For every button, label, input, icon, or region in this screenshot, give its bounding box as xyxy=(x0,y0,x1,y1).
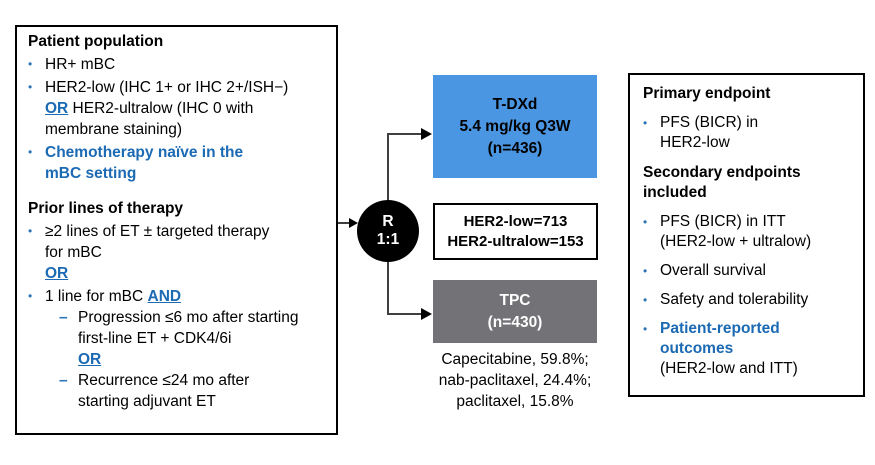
bullet-item-one-line-mbc: • 1 line for mBC AND – Progression ≤6 mo… xyxy=(25,286,328,412)
primary-endpoint-title: Primary endpoint xyxy=(643,85,771,102)
dash-icon: – xyxy=(59,309,68,326)
connector-line-to-tdxd xyxy=(387,133,422,135)
tdxd-n: (n=436) xyxy=(487,139,543,157)
bullet-text-line: HR+ mBC xyxy=(45,56,116,73)
title-line: Secondary endpoints xyxy=(643,164,801,181)
endpoints-panel: Primary endpoint • PFS (BICR) in HER2-lo… xyxy=(628,73,865,397)
bullet-item-chemo-naive: • Chemotherapy naïve in the mBC setting xyxy=(25,142,328,184)
tpc-arm-box: TPC (n=430) xyxy=(433,280,597,343)
bullet-item-her2-status: • HER2-low (IHC 1+ or IHC 2+/ISH−) OR HE… xyxy=(25,77,328,140)
bullet-dot-icon: • xyxy=(28,224,33,238)
bullet-dot-icon: • xyxy=(643,322,648,336)
bullet-item-hr-mbc: • HR+ mBC xyxy=(25,54,328,75)
her2-low-count: HER2-low=713 xyxy=(463,212,568,230)
or-emphasis: OR xyxy=(45,265,69,282)
bullet-dot-icon: • xyxy=(643,264,648,278)
bullet-dot-icon: • xyxy=(643,215,648,229)
bullet-text-line: Chemotherapy naïve in the xyxy=(45,144,244,161)
bullet-item-pfs-her2low: • PFS (BICR) in HER2-low xyxy=(640,113,853,153)
bullet-item-patient-reported: • Patient-reported outcomes (HER2-low an… xyxy=(640,319,853,379)
connector-line-in xyxy=(338,222,351,224)
bullet-text-line: outcomes xyxy=(660,340,734,357)
bullet-dot-icon: • xyxy=(28,80,33,94)
dash-icon: – xyxy=(59,372,68,389)
sub-item-line: starting adjuvant ET xyxy=(78,393,216,410)
bullet-text-line: ≥2 lines of ET ± targeted therapy xyxy=(45,223,270,240)
bullet-text-line: for mBC xyxy=(45,244,102,261)
bullet-dot-icon: • xyxy=(28,289,33,303)
tdxd-name: T-DXd xyxy=(492,95,538,113)
tdxd-dose: 5.4 mg/kg Q3W xyxy=(459,117,571,135)
bullet-text-line: PFS (BICR) in xyxy=(660,114,759,131)
prior-lines-title: Prior lines of therapy xyxy=(28,200,184,217)
bullet-text-line: HER2-low xyxy=(660,134,730,151)
bullet-dot-icon: • xyxy=(643,116,648,130)
arrowhead-icon xyxy=(349,218,358,228)
bullet-text-line: OR xyxy=(45,263,269,284)
tpc-composition-note: Capecitabine, 59.8%; nab-paclitaxel, 24.… xyxy=(405,349,625,412)
tdxd-arm-box: T-DXd 5.4 mg/kg Q3W (n=436) xyxy=(433,75,597,178)
bullet-text-line: membrane staining) xyxy=(45,121,182,138)
sub-item-line: OR xyxy=(78,349,298,370)
sub-item-line: Progression ≤6 mo after starting xyxy=(78,309,299,326)
bullet-text-line: Safety and tolerability xyxy=(660,291,809,308)
sub-item-line: Recurrence ≤24 mo after xyxy=(78,372,250,389)
patient-criteria-panel: Patient population • HR+ mBC • HER2-low … xyxy=(15,25,338,435)
bullet-dot-icon: • xyxy=(28,57,33,71)
title-line: included xyxy=(643,184,707,201)
bullet-dot-icon: • xyxy=(643,293,648,307)
or-emphasis: OR xyxy=(78,351,102,368)
connector-line-up xyxy=(387,134,389,202)
bullet-text-line: HER2-low (IHC 1+ or IHC 2+/ISH−) xyxy=(45,79,289,96)
randomization-node: R 1:1 xyxy=(357,200,419,262)
tpc-n: (n=430) xyxy=(487,313,543,331)
randomization-r-label: R xyxy=(382,213,394,230)
bullet-text-line: Patient-reported xyxy=(660,320,780,337)
bullet-item-two-lines-et: • ≥2 lines of ET ± targeted therapy for … xyxy=(25,221,328,284)
and-emphasis: AND xyxy=(147,288,182,305)
bullet-text-segment: HER2-ultralow (IHC 0 with xyxy=(68,100,254,117)
sub-item-progression: – Progression ≤6 mo after starting first… xyxy=(59,307,298,370)
tpc-note-line: paclitaxel, 15.8% xyxy=(456,393,574,410)
bullet-text-line: 1 line for mBC AND xyxy=(45,286,298,307)
bullet-text-line: mBC setting xyxy=(45,165,137,182)
sub-item-recurrence: – Recurrence ≤24 mo after starting adjuv… xyxy=(59,370,298,412)
bullet-item-overall-survival: • Overall survival xyxy=(640,261,853,281)
bullet-item-pfs-itt: • PFS (BICR) in ITT (HER2-low + ultralow… xyxy=(640,212,853,252)
connector-line-down xyxy=(387,260,389,315)
sub-item-line: first-line ET + CDK4/6i xyxy=(78,330,232,347)
bullet-text-line: (HER2-low and ITT) xyxy=(660,360,798,377)
bullet-dot-icon: • xyxy=(28,145,33,159)
bullet-text-segment: 1 line for mBC xyxy=(45,288,148,305)
bullet-text-line: (HER2-low + ultralow) xyxy=(660,233,812,250)
connector-line-to-tpc xyxy=(387,313,422,315)
tpc-note-line: Capecitabine, 59.8%; xyxy=(441,351,589,368)
bullet-text-line: OR HER2-ultralow (IHC 0 with xyxy=(45,98,288,119)
tpc-name: TPC xyxy=(499,291,531,309)
or-emphasis: OR xyxy=(45,100,69,117)
arrowhead-icon xyxy=(421,128,432,140)
bullet-text-line: PFS (BICR) in ITT xyxy=(660,213,786,230)
her2-ultralow-count: HER2-ultralow=153 xyxy=(447,232,584,250)
randomization-ratio-label: 1:1 xyxy=(376,231,400,248)
arrowhead-icon xyxy=(421,308,432,320)
patient-population-title: Patient population xyxy=(28,33,164,50)
bullet-item-safety: • Safety and tolerability xyxy=(640,290,853,310)
her2-count-box: HER2-low=713 HER2-ultralow=153 xyxy=(433,203,598,260)
bullet-text-line: Overall survival xyxy=(660,262,766,279)
secondary-endpoints-title: Secondary endpoints included xyxy=(643,163,853,203)
tpc-note-line: nab-paclitaxel, 24.4%; xyxy=(438,372,592,389)
